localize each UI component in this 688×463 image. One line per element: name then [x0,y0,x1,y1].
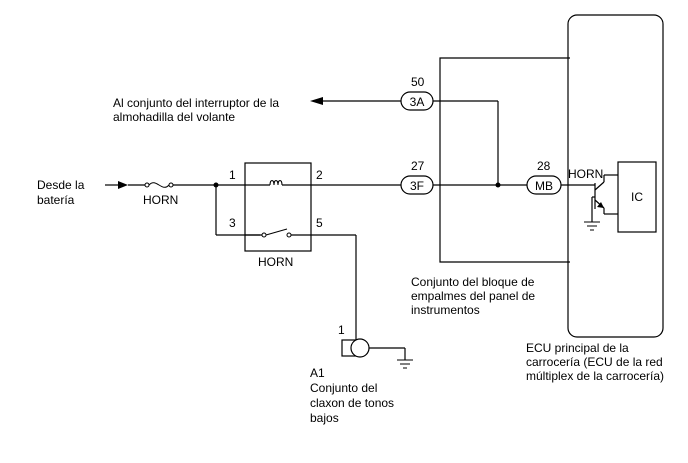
relay-switch-contact [261,232,267,238]
relay-pin5: 5 [316,216,323,230]
connector-mb-label: MB [535,179,553,193]
horn-label-line3: bajos [310,411,339,425]
relay-pin3: 3 [229,216,236,230]
transistor-icon [591,174,618,222]
relay-switch-blade [265,228,288,236]
connector-3a-pin: 50 [411,75,425,89]
ground-icon [397,359,413,369]
relay-box [244,162,312,252]
ground-icon [584,221,600,231]
junction-dot [495,182,501,188]
ecu-horn-label: HORN [568,167,603,181]
junction-label-line3: instrumentos [411,303,480,317]
horn-speaker-icon [341,338,370,358]
horn-label-line1: Conjunto del [310,381,377,395]
to-switch-label-line2: almohadilla del volante [113,110,235,124]
horn-code: A1 [310,366,325,380]
connector-3f-pin: 27 [411,159,425,173]
fuse-symbol-icon [144,182,174,188]
battery-arrow-icon [118,181,128,189]
to-switch-arrow-icon [310,97,323,105]
ecu-label-line2: carrocería (ECU de la red [526,355,663,369]
junction-label-line2: empalmes del panel de [411,289,535,303]
ecu-label-line3: múltiplex de la carrocería) [526,369,664,383]
ic-label: IC [631,190,643,204]
to-switch-label-line1: Al conjunto del interruptor de la [113,96,279,110]
relay-switch-contact [286,232,292,238]
ecu-label-line1: ECU principal de la [526,341,629,355]
battery-label-line1: Desde la [37,178,85,192]
relay-pin2: 2 [316,168,323,182]
relay-pin1: 1 [229,168,236,182]
relay-coil-icon [269,180,283,186]
connector-3a-label: 3A [410,95,425,109]
ic-box [617,161,657,233]
connector-3f-label: 3F [410,179,424,193]
fuse-label: HORN [143,193,178,207]
junction-block-box [439,57,570,263]
horn-pin: 1 [338,323,345,337]
relay-label: HORN [258,255,293,269]
battery-label-line2: batería [37,193,75,207]
connector-mb-pin: 28 [537,159,551,173]
ecu-box [567,14,664,338]
junction-label-line1: Conjunto del bloque de [411,275,535,289]
horn-label-line2: claxon de tonos [310,396,394,410]
